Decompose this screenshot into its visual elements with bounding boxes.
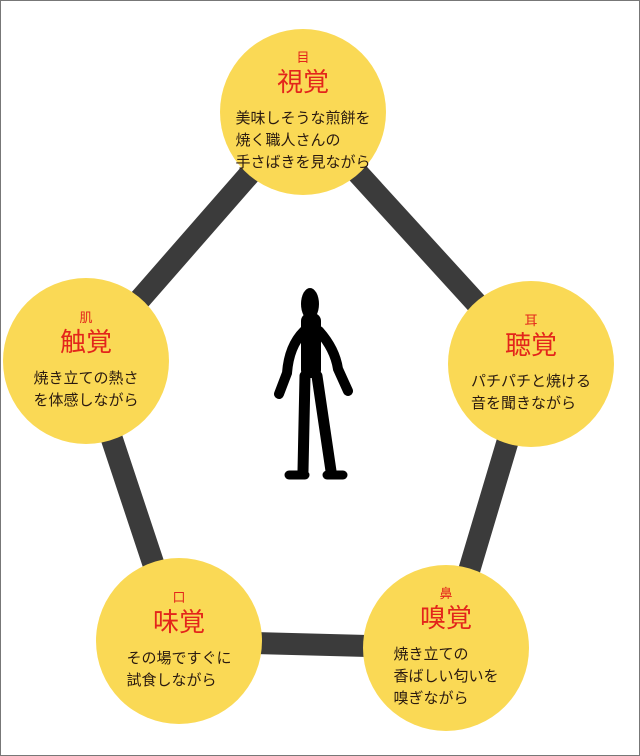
sense-node-taste: 口 味覚 その場ですぐに 試食しながら	[96, 558, 262, 724]
sense-title: 嗅覚	[419, 604, 472, 634]
organ-label: 口	[172, 591, 186, 606]
sense-description: 美味しそうな煎餅を 焼く職人さんの 手さばきを見ながら	[235, 109, 371, 171]
sense-description: パチパチと焼ける 音を聞きながら	[470, 372, 591, 412]
sense-title: 触覚	[59, 328, 112, 358]
sense-node-smell: 鼻 嗅覚 焼き立ての 香ばしい匂いを 嗅ぎながら	[363, 565, 529, 731]
organ-label: 鼻	[439, 587, 453, 602]
sense-node-hearing: 耳 聴覚 パチパチと焼ける 音を聞きながら	[448, 281, 614, 447]
organ-label: 目	[296, 51, 310, 66]
sense-description: 焼き立ての熱さ を体感しながら	[33, 369, 139, 409]
person-silhouette-icon	[274, 288, 353, 480]
sense-title: 聴覚	[504, 331, 557, 361]
organ-label: 耳	[524, 314, 538, 329]
sense-description: その場ですぐに 試食しながら	[126, 649, 232, 689]
sense-node-touch: 肌 触覚 焼き立ての熱さ を体感しながら	[3, 278, 169, 444]
organ-label: 肌	[79, 311, 93, 326]
sense-node-sight: 目 視覚 美味しそうな煎餅を 焼く職人さんの 手さばきを見ながら	[220, 29, 386, 195]
sense-description: 焼き立ての 香ばしい匂いを 嗅ぎながら	[393, 645, 499, 707]
sense-title: 視覚	[276, 68, 329, 98]
sense-title: 味覚	[152, 608, 205, 638]
